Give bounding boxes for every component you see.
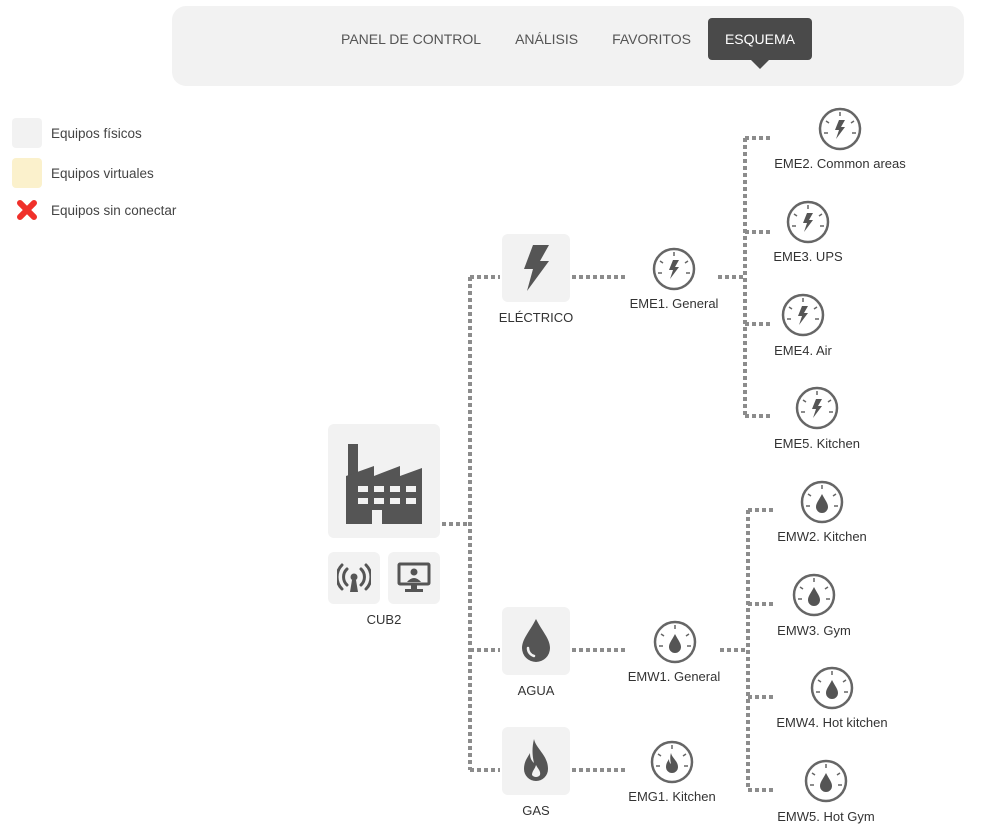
- meter-eme4-gauge-icon[interactable]: [781, 293, 825, 337]
- meter-emw5-gauge-icon[interactable]: [804, 759, 848, 803]
- tab-panel-de-control[interactable]: PANEL DE CONTROL: [341, 31, 482, 47]
- legend-virtual: Equipos virtuales: [12, 158, 176, 188]
- meter-eme1-gauge-icon[interactable]: [652, 247, 696, 291]
- legend-physical: Equipos físicos: [12, 118, 176, 148]
- meter-emw4-gauge-icon[interactable]: [810, 666, 854, 710]
- legend-disconnected: Equipos sin conectar: [12, 198, 176, 222]
- cub2-monitor[interactable]: [388, 552, 440, 604]
- meter-eme5-label: EME5. Kitchen: [774, 436, 860, 451]
- meter-eme3-label: EME3. UPS: [773, 249, 843, 264]
- legend-virtual-label: Equipos virtuales: [51, 165, 154, 181]
- factory-icon: [346, 444, 422, 524]
- cub2-label: CUB2: [366, 612, 402, 627]
- meter-emw3-label: EMW3. Gym: [777, 623, 851, 638]
- legend-physical-label: Equipos físicos: [51, 125, 142, 141]
- category-electrico-label: ELÉCTRICO: [498, 310, 574, 325]
- tab-favoritos[interactable]: FAVORITOS: [612, 31, 691, 47]
- meter-eme4-label: EME4. Air: [774, 343, 832, 358]
- category-gas[interactable]: [502, 727, 570, 795]
- category-gas-label: GAS: [522, 803, 550, 818]
- meter-eme2-label: EME2. Common areas: [774, 156, 906, 171]
- legend: Equipos físicos Equipos virtuales Equipo…: [12, 118, 176, 222]
- meter-emw3-gauge-icon[interactable]: [792, 573, 836, 617]
- physical-swatch: [12, 118, 42, 148]
- tab-analisis[interactable]: ANÁLISIS: [515, 31, 579, 47]
- flame-icon: [524, 739, 548, 781]
- monitor-icon: [397, 562, 431, 592]
- category-agua[interactable]: [502, 607, 570, 675]
- cub2-node[interactable]: [328, 424, 440, 538]
- category-agua-label: AGUA: [517, 683, 555, 698]
- meter-emw5-label: EMW5. Hot Gym: [777, 809, 875, 824]
- tab-esquema[interactable]: ESQUEMA: [707, 18, 812, 69]
- water-drop-icon: [522, 619, 550, 662]
- meter-eme3-gauge-icon[interactable]: [786, 200, 830, 244]
- meter-emw2-label: EMW2. Kitchen: [777, 529, 867, 544]
- top-navbar: PANEL DE CONTROL ANÁLISIS FAVORITOS ESQU…: [172, 6, 964, 86]
- meter-eme2-gauge-icon[interactable]: [818, 107, 862, 151]
- virtual-swatch: [12, 158, 42, 188]
- meter-emw1-label: EMW1. General: [627, 669, 721, 684]
- meter-emw2-gauge-icon[interactable]: [800, 480, 844, 524]
- meter-eme1-label: EME1. General: [629, 296, 719, 311]
- meter-emw1-gauge-icon[interactable]: [653, 620, 697, 664]
- disconnected-x-icon: [12, 198, 42, 222]
- legend-disconnected-label: Equipos sin conectar: [51, 202, 177, 218]
- category-electrico[interactable]: [502, 234, 570, 302]
- meter-emg1-gauge-icon[interactable]: [650, 740, 694, 784]
- nav-tabs: PANEL DE CONTROL ANÁLISIS FAVORITOS ESQU…: [172, 18, 964, 69]
- lightning-icon: [524, 245, 549, 291]
- meter-eme5-gauge-icon[interactable]: [795, 386, 839, 430]
- cub2-antenna[interactable]: [328, 552, 380, 604]
- meter-emg1-label: EMG1. Kitchen: [628, 789, 716, 804]
- meter-emw4-label: EMW4. Hot kitchen: [776, 715, 888, 730]
- antenna-icon: [337, 563, 371, 592]
